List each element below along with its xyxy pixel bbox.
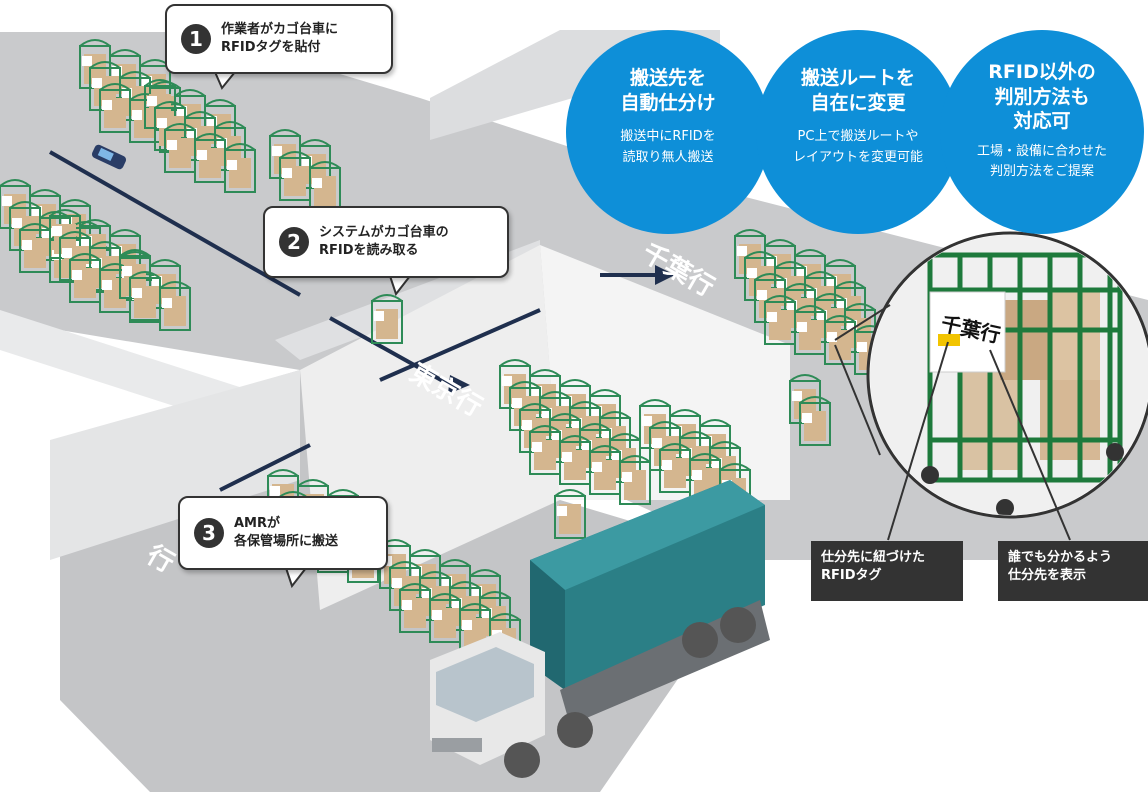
- step-3-callout: 3 AMRが 各保管場所に搬送: [178, 496, 388, 570]
- step-2-callout: 2 システムがカゴ台車の RFIDを読み取る: [263, 206, 509, 278]
- cart-110: [554, 489, 586, 539]
- rfid-tag-label: 仕分先に紐づけた RFIDタグ: [811, 541, 963, 601]
- direction-arrow-middle: [448, 375, 470, 394]
- display-pointer: [989, 349, 1071, 541]
- cart-85: [824, 315, 856, 365]
- guide-line-3: [379, 308, 541, 382]
- amr-robot: [91, 144, 127, 170]
- cart-18: [224, 143, 256, 193]
- zoom-wheel-1: [921, 466, 939, 484]
- cart-21: [279, 151, 311, 201]
- zoom-circle: 千葉行: [866, 231, 1148, 519]
- container-side: [530, 480, 765, 690]
- guide-line-4: [219, 443, 311, 492]
- step-1-text: 作業者がカゴ台車に RFIDタグを貼付: [221, 22, 339, 55]
- container-top: [530, 480, 765, 590]
- guide-line-2: [329, 316, 451, 387]
- destination-display-label: 誰でも分かるよう 仕分先を表示: [998, 541, 1148, 601]
- feature-1-title: 搬送先を 自動仕分け: [620, 67, 716, 114]
- feature-3-body: 工場・設備に合わせた 判別方法をご提案: [976, 144, 1107, 180]
- cart-83: [764, 295, 796, 345]
- feature-3-title: RFID以外の 判別方法も 対応可: [988, 61, 1096, 133]
- zoom-box-4: [1050, 290, 1100, 380]
- zoom-connector-top: [834, 304, 891, 341]
- wheel-4: [720, 607, 756, 643]
- cart-106: [399, 583, 431, 633]
- cart-45: [371, 294, 403, 344]
- truck-windshield: [436, 647, 534, 722]
- wheel-1: [504, 742, 540, 778]
- cart-88: [799, 396, 831, 446]
- zoom-rfid-tag: [938, 334, 960, 346]
- step-3-number: 3: [194, 518, 224, 548]
- truck: [430, 480, 770, 778]
- step-3-text: AMRが 各保管場所に搬送: [234, 516, 339, 549]
- feature-2-body: PC上で搬送ルートや レイアウトを変更可能: [792, 129, 923, 165]
- direction-arrow-top: [655, 265, 675, 285]
- step-1-callout: 1 作業者がカゴ台車に RFIDタグを貼付: [165, 4, 393, 74]
- step-2-text: システムがカゴ台車の RFIDを読み取る: [319, 225, 449, 258]
- guide-line-1: [49, 150, 301, 297]
- feature-bubble-route-change: 搬送ルートを 自在に変更 PC上で搬送ルートや レイアウトを変更可能: [756, 30, 960, 234]
- cart-16: [164, 123, 196, 173]
- wheel-3: [682, 622, 718, 658]
- feature-1-body: 搬送中にRFIDを 読取り無人搬送: [620, 129, 716, 165]
- cart-44: [159, 281, 191, 331]
- truck-chassis: [560, 600, 770, 725]
- truck-bumper: [432, 738, 482, 752]
- wheel-2: [557, 712, 593, 748]
- cart-58: [529, 425, 561, 475]
- feature-2-title: 搬送ルートを 自在に変更: [800, 67, 915, 114]
- feature-bubble-auto-sort: 搬送先を 自動仕分け 搬送中にRFIDを 読取り無人搬送: [566, 30, 770, 234]
- wall-lower-left: [50, 370, 300, 560]
- step-1-number: 1: [181, 24, 211, 54]
- cart-61: [619, 455, 651, 505]
- cart-17: [194, 133, 226, 183]
- feature-bubble-other-methods: RFID以外の 判別方法も 対応可 工場・設備に合わせた 判別方法をご提案: [940, 30, 1144, 234]
- cart-107: [429, 593, 461, 643]
- rfid-tag-pointer: [887, 341, 949, 541]
- zoom-wheel-3: [1106, 443, 1124, 461]
- cart-68: [659, 443, 691, 493]
- step-2-number: 2: [279, 227, 309, 257]
- zoom-connector-bottom: [834, 344, 881, 456]
- zoom-wheel-2: [996, 499, 1014, 515]
